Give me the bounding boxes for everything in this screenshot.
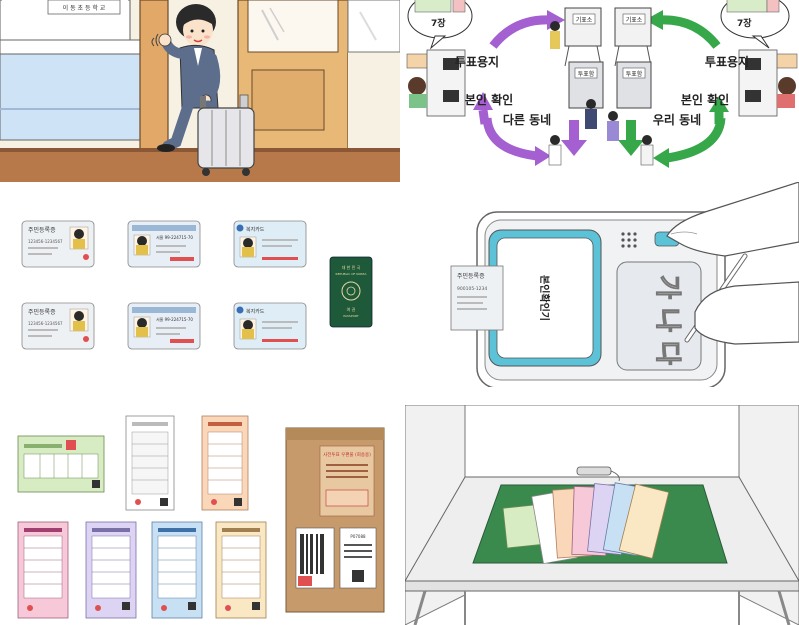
ballots-and-envelope: 사전투표 우편물 (회송용) P07088 bbox=[0, 410, 400, 625]
left-ballot-label: 투표용지 bbox=[455, 54, 499, 69]
signature-text: 가 나 다 bbox=[652, 275, 682, 365]
right-id-label: 본인 확인 bbox=[681, 92, 729, 107]
right-ballot-label: 투표용지 bbox=[705, 54, 749, 69]
voting-flow-diagram: 7장 7장 기표소 bbox=[405, 0, 799, 182]
ballot-peach bbox=[201, 415, 249, 511]
ballot-blue bbox=[151, 521, 203, 619]
card-number: 123456-1234567 bbox=[28, 321, 63, 326]
left-id-label: 본인 확인 bbox=[465, 92, 513, 107]
barcode-label: P07088 bbox=[350, 534, 366, 539]
clerk-desk-right bbox=[738, 49, 798, 117]
welfare-card-1: 복지카드 bbox=[233, 220, 307, 268]
suitcase bbox=[197, 96, 255, 176]
booth-right-sign: 기표소 bbox=[626, 16, 643, 24]
hand-finger bbox=[666, 182, 799, 257]
card-title: 주민등록증 bbox=[28, 308, 56, 316]
school-sign-text: 이 동 초 등 학 교 bbox=[63, 4, 106, 12]
id-verification-device: 본인확인기 주민등록증 900105-1234 가 나 다 bbox=[405, 182, 799, 387]
card-title: 복지카드 bbox=[246, 308, 265, 315]
passport-country-kr: 대 한 민 국 bbox=[342, 264, 361, 270]
passport: 대 한 민 국 REPUBLIC OF KOREA 여 권 PASSPORT bbox=[329, 256, 373, 328]
card-number: 서울 99-224715-70 bbox=[156, 316, 193, 322]
id-card-resident-2: 주민등록증 123456-1234567 bbox=[21, 302, 95, 350]
id-card-resident-1: 주민등록증 123456-1234567 bbox=[21, 220, 95, 268]
ballot-pink bbox=[17, 521, 69, 619]
id-cards-collection: 주민등록증 123456-1234567 서울 99-224715-70 복지카… bbox=[0, 205, 400, 355]
clerk-desk-left bbox=[406, 49, 466, 117]
ballot-white bbox=[125, 415, 175, 511]
scene-boy-with-suitcase: 이 동 초 등 학 교 bbox=[0, 0, 400, 182]
boy-figure bbox=[151, 4, 235, 152]
driver-license-1: 서울 99-224715-70 bbox=[127, 220, 201, 268]
ballots-on-mat bbox=[502, 482, 670, 565]
ballot-lavender bbox=[85, 521, 137, 619]
passport-country-en: REPUBLIC OF KOREA bbox=[336, 272, 368, 276]
card-title: 복지카드 bbox=[246, 226, 265, 233]
speaker-grille bbox=[621, 232, 637, 248]
voting-booth-right: 기표소 bbox=[614, 7, 652, 67]
screen-label: 본인확인기 bbox=[538, 275, 551, 321]
voting-booth-interior bbox=[405, 405, 799, 625]
right-area-label: 우리 동네 bbox=[653, 112, 701, 127]
box-right-sign: 투표함 bbox=[626, 70, 643, 78]
card-title: 주민등록증 bbox=[457, 272, 485, 280]
hand-with-stylus bbox=[684, 253, 799, 345]
card-number: 900105-1234 bbox=[457, 286, 487, 292]
welfare-card-2: 복지카드 bbox=[233, 302, 307, 350]
ballot-box-left: 투표함 bbox=[568, 61, 604, 109]
driver-license-2: 서울 99-224715-70 bbox=[127, 302, 201, 350]
ballot-yellow bbox=[215, 521, 267, 619]
left-count-label: 7장 bbox=[431, 17, 446, 29]
voters-group bbox=[548, 21, 654, 166]
card-number: 서울 99-224715-70 bbox=[156, 234, 193, 240]
left-area-label: 다른 동네 bbox=[503, 112, 551, 127]
ballot-stamp bbox=[576, 466, 620, 482]
ballot-green bbox=[17, 435, 105, 493]
card-number: 123456-1234567 bbox=[28, 239, 63, 244]
ballot-box-right: 투표함 bbox=[616, 61, 652, 109]
right-count-label: 7장 bbox=[737, 17, 752, 29]
inserted-id-card: 주민등록증 900105-1234 bbox=[450, 265, 504, 331]
booth-left-sign: 기표소 bbox=[576, 16, 593, 24]
voting-booth-left: 기표소 bbox=[564, 7, 602, 67]
box-left-sign: 투표함 bbox=[578, 70, 595, 78]
card-title: 주민등록증 bbox=[28, 226, 56, 234]
envelope-notice: 사전투표 우편물 (회송용) bbox=[323, 451, 371, 458]
passport-label-kr: 여 권 bbox=[347, 306, 356, 312]
passport-label-en: PASSPORT bbox=[343, 314, 359, 318]
return-envelope: 사전투표 우편물 (회송용) P07088 bbox=[285, 427, 385, 613]
